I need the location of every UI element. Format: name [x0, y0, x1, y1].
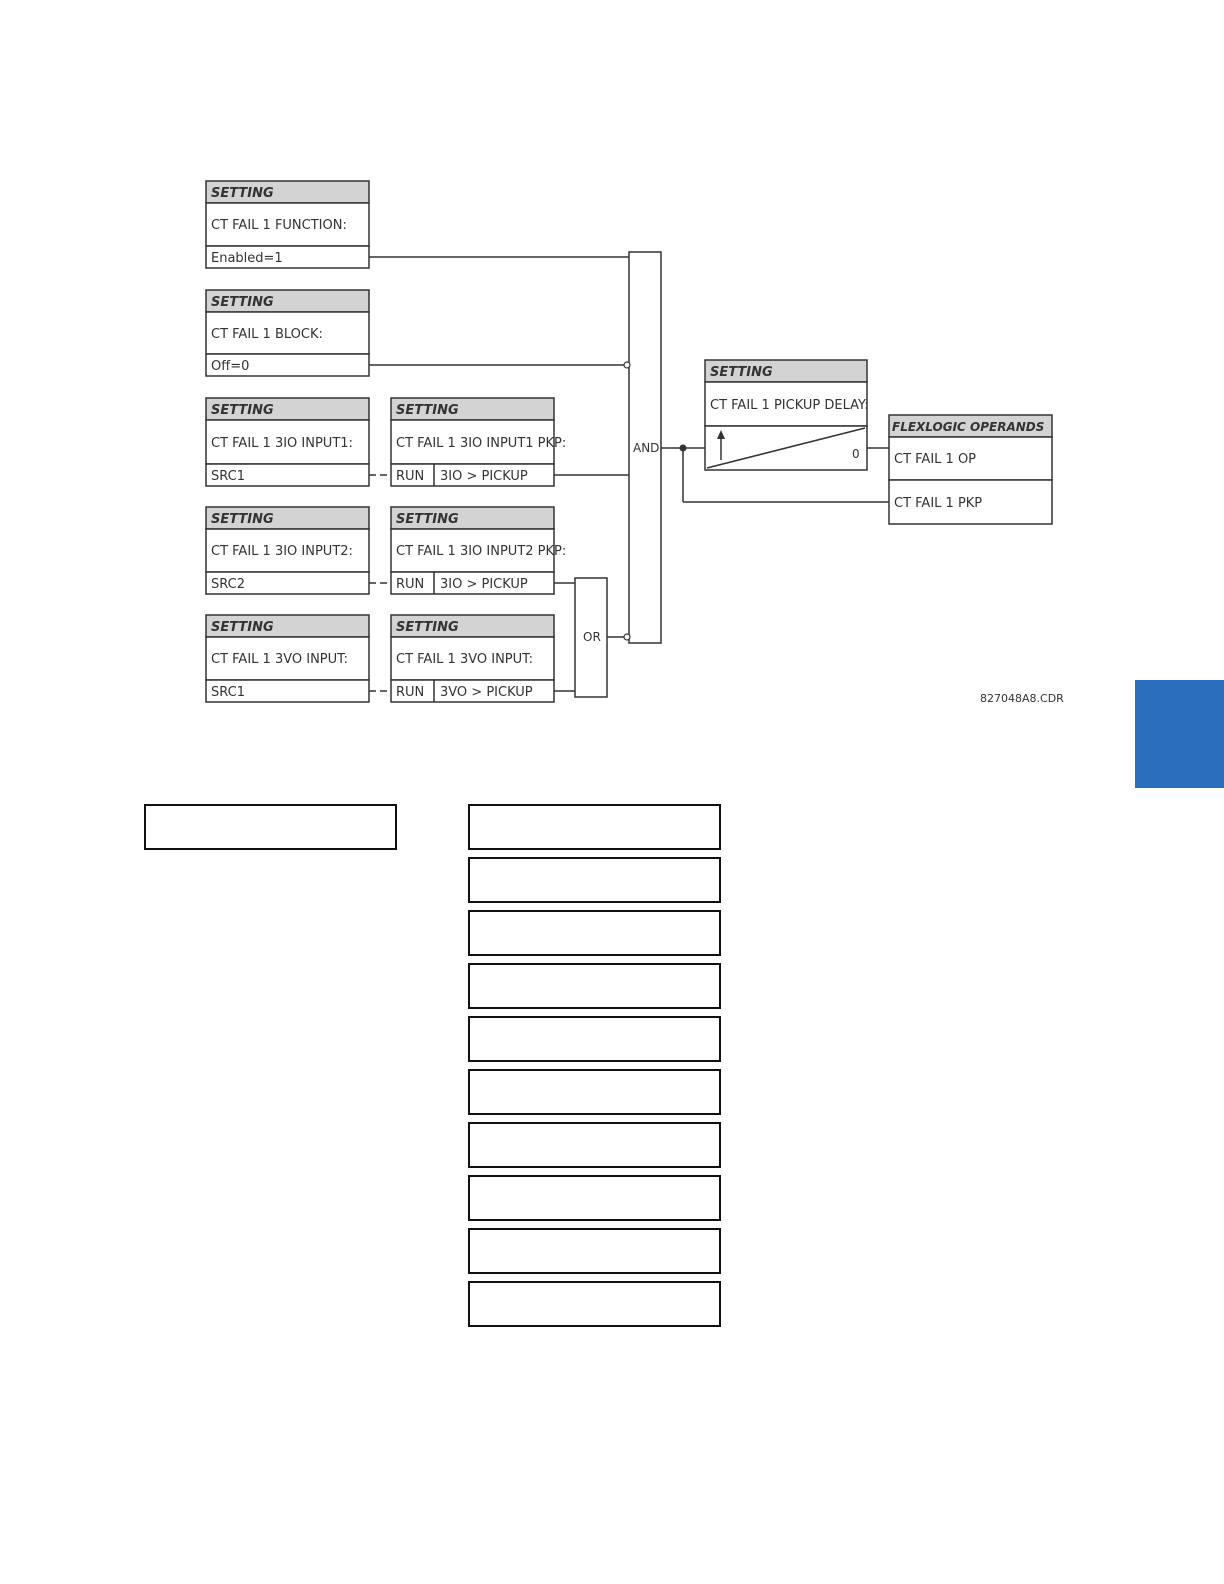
pickup-label: CT FAIL 1 3IO INPUT1 PKP: — [396, 436, 566, 451]
setting-header: SETTING — [211, 403, 274, 418]
delay-label: CT FAIL 1 PICKUP DELAY: — [710, 398, 869, 413]
setting-value: SRC1 — [211, 685, 245, 700]
setting-3io-input1-block: SETTING CT FAIL 1 3IO INPUT1: SRC1 — [205, 397, 370, 487]
pickup-delay-block: SETTING CT FAIL 1 PICKUP DELAY: 0 — [704, 359, 869, 471]
setting-block-block: SETTING CT FAIL 1 BLOCK: Off=0 — [205, 289, 370, 377]
setting-header: SETTING — [211, 295, 274, 310]
placeholder-box — [468, 857, 721, 903]
placeholder-box-left — [144, 804, 397, 850]
pickup-3io-input1-block: SETTING CT FAIL 1 3IO INPUT1 PKP: RUN 3I… — [390, 397, 566, 487]
placeholder-box — [468, 1016, 721, 1062]
setting-header: SETTING — [211, 512, 274, 527]
setting-label: CT FAIL 1 3IO INPUT1: — [211, 436, 353, 451]
setting-header: SETTING — [211, 620, 274, 635]
figure-id: 827048A8.CDR — [980, 692, 1064, 705]
placeholder-box — [468, 1069, 721, 1115]
pickup-3io-input2-block: SETTING CT FAIL 1 3IO INPUT2 PKP: RUN 3I… — [390, 506, 566, 595]
placeholder-box — [468, 804, 721, 850]
pickup-run: RUN — [396, 577, 424, 592]
placeholder-box — [468, 1281, 721, 1327]
delay-output: 0 — [852, 447, 860, 461]
pickup-run: RUN — [396, 469, 424, 484]
setting-value: Off=0 — [211, 359, 249, 374]
inverter-bubble — [623, 633, 631, 641]
section-tab — [1135, 680, 1224, 788]
setting-value: SRC1 — [211, 469, 245, 484]
pickup-condition: 3IO > PICKUP — [440, 577, 528, 592]
or-gate-label: OR — [583, 630, 601, 644]
operands-header: FLEXLOGIC OPERANDS — [892, 420, 1044, 434]
setting-label: CT FAIL 1 FUNCTION: — [211, 218, 347, 233]
and-gate: AND — [628, 251, 662, 644]
setting-value: SRC2 — [211, 577, 245, 592]
flexlogic-operands-block: FLEXLOGIC OPERANDS CT FAIL 1 OP CT FAIL … — [888, 414, 1053, 525]
placeholder-box — [468, 1175, 721, 1221]
operand-pkp: CT FAIL 1 PKP — [894, 496, 982, 511]
setting-function-block: SETTING CT FAIL 1 FUNCTION: Enabled=1 — [205, 180, 370, 269]
pickup-header: SETTING — [396, 403, 459, 418]
placeholder-box — [468, 1228, 721, 1274]
setting-3io-input2-block: SETTING CT FAIL 1 3IO INPUT2: SRC2 — [205, 506, 370, 595]
inverter-bubble — [623, 361, 631, 369]
pickup-label: CT FAIL 1 3IO INPUT2 PKP: — [396, 544, 566, 559]
pickup-3vo-input-block: SETTING CT FAIL 1 3VO INPUT: RUN 3VO > P… — [390, 614, 555, 703]
timer-ramp — [706, 427, 866, 469]
pickup-header: SETTING — [396, 512, 459, 527]
setting-label: CT FAIL 1 3IO INPUT2: — [211, 544, 353, 559]
arrow-head-icon — [717, 430, 725, 439]
and-gate-label: AND — [633, 441, 659, 455]
pickup-header: SETTING — [396, 620, 459, 635]
setting-value: Enabled=1 — [211, 251, 283, 266]
pickup-label: CT FAIL 1 3VO INPUT: — [396, 652, 533, 667]
placeholder-box — [468, 1122, 721, 1168]
pickup-condition: 3VO > PICKUP — [440, 685, 533, 700]
junction-dot — [679, 444, 687, 452]
setting-3vo-input-block: SETTING CT FAIL 1 3VO INPUT: SRC1 — [205, 614, 370, 703]
placeholder-box — [468, 963, 721, 1009]
placeholder-box — [468, 910, 721, 956]
delay-header: SETTING — [710, 365, 773, 380]
or-gate: OR — [574, 577, 608, 698]
setting-header: SETTING — [211, 186, 274, 201]
dashed-connectors — [369, 474, 391, 692]
operand-op: CT FAIL 1 OP — [894, 452, 976, 467]
pickup-condition: 3IO > PICKUP — [440, 469, 528, 484]
setting-label: CT FAIL 1 BLOCK: — [211, 327, 323, 342]
pickup-run: RUN — [396, 685, 424, 700]
setting-label: CT FAIL 1 3VO INPUT: — [211, 652, 348, 667]
